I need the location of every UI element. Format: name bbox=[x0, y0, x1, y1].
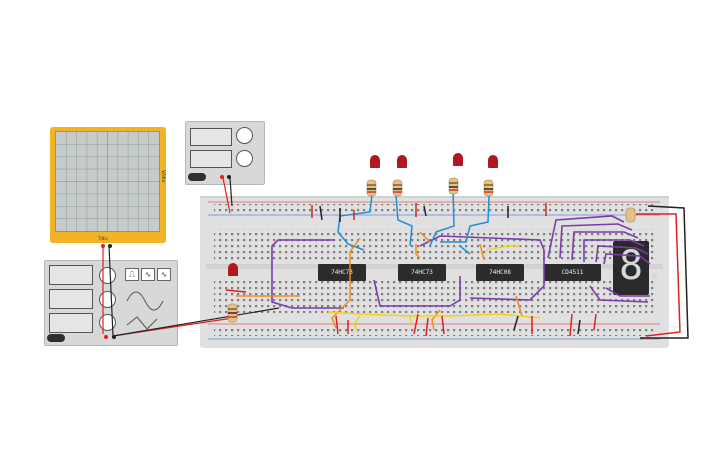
psu-terminal-black[interactable] bbox=[227, 175, 231, 179]
resistors bbox=[227, 177, 636, 323]
fgen-display-2 bbox=[49, 289, 93, 309]
psu-current-knob[interactable] bbox=[236, 150, 253, 167]
square-wave-button[interactable]: ⎍ bbox=[125, 268, 139, 281]
fgen-output-black[interactable] bbox=[112, 335, 116, 339]
fgen-display-1 bbox=[49, 265, 93, 285]
psu-voltage-display bbox=[190, 128, 232, 146]
fgen-display-3 bbox=[49, 313, 93, 333]
led-1[interactable] bbox=[370, 155, 380, 168]
sine-wave-button[interactable]: ∿ bbox=[141, 268, 155, 281]
led-4[interactable] bbox=[488, 155, 498, 168]
oscilloscope-grid bbox=[56, 132, 159, 231]
psu-voltage-knob[interactable] bbox=[236, 127, 253, 144]
yellow-wires bbox=[327, 245, 541, 333]
fgen-waveform-icons bbox=[126, 291, 164, 330]
fgen-power-button[interactable] bbox=[47, 334, 65, 342]
oscilloscope-screen bbox=[55, 131, 160, 232]
red-wires bbox=[225, 203, 681, 337]
led-3[interactable] bbox=[453, 153, 463, 166]
oscilloscope-tdiv-label: T/div bbox=[98, 236, 108, 241]
psu-terminal-red[interactable] bbox=[220, 175, 224, 179]
orange-wires bbox=[236, 231, 523, 331]
black-wires bbox=[319, 205, 689, 339]
psu-power-button[interactable] bbox=[188, 173, 206, 181]
led-5[interactable] bbox=[228, 263, 238, 276]
blue-wires bbox=[337, 189, 490, 255]
scope-probe-red[interactable] bbox=[101, 244, 105, 248]
psu-current-display bbox=[190, 150, 232, 168]
scope-probe-black[interactable] bbox=[108, 244, 112, 248]
probe-leads bbox=[102, 177, 280, 337]
chip-cd4511[interactable]: CD4511 bbox=[544, 264, 601, 281]
power-supply[interactable] bbox=[185, 121, 265, 185]
chip-74hc73-1[interactable]: 74HC73 bbox=[318, 264, 366, 281]
triangle-wave-button[interactable]: ∿ bbox=[157, 268, 171, 281]
chip-74hc73-2[interactable]: 74HC73 bbox=[398, 264, 446, 281]
led-2[interactable] bbox=[397, 155, 407, 168]
oscilloscope-vdiv-label: V/div bbox=[160, 170, 166, 183]
purple-wires bbox=[271, 215, 651, 309]
fgen-output-red[interactable] bbox=[104, 335, 108, 339]
chip-74hc08[interactable]: 74HC08 bbox=[476, 264, 524, 281]
seven-segment-display[interactable]: 8. bbox=[613, 241, 667, 295]
